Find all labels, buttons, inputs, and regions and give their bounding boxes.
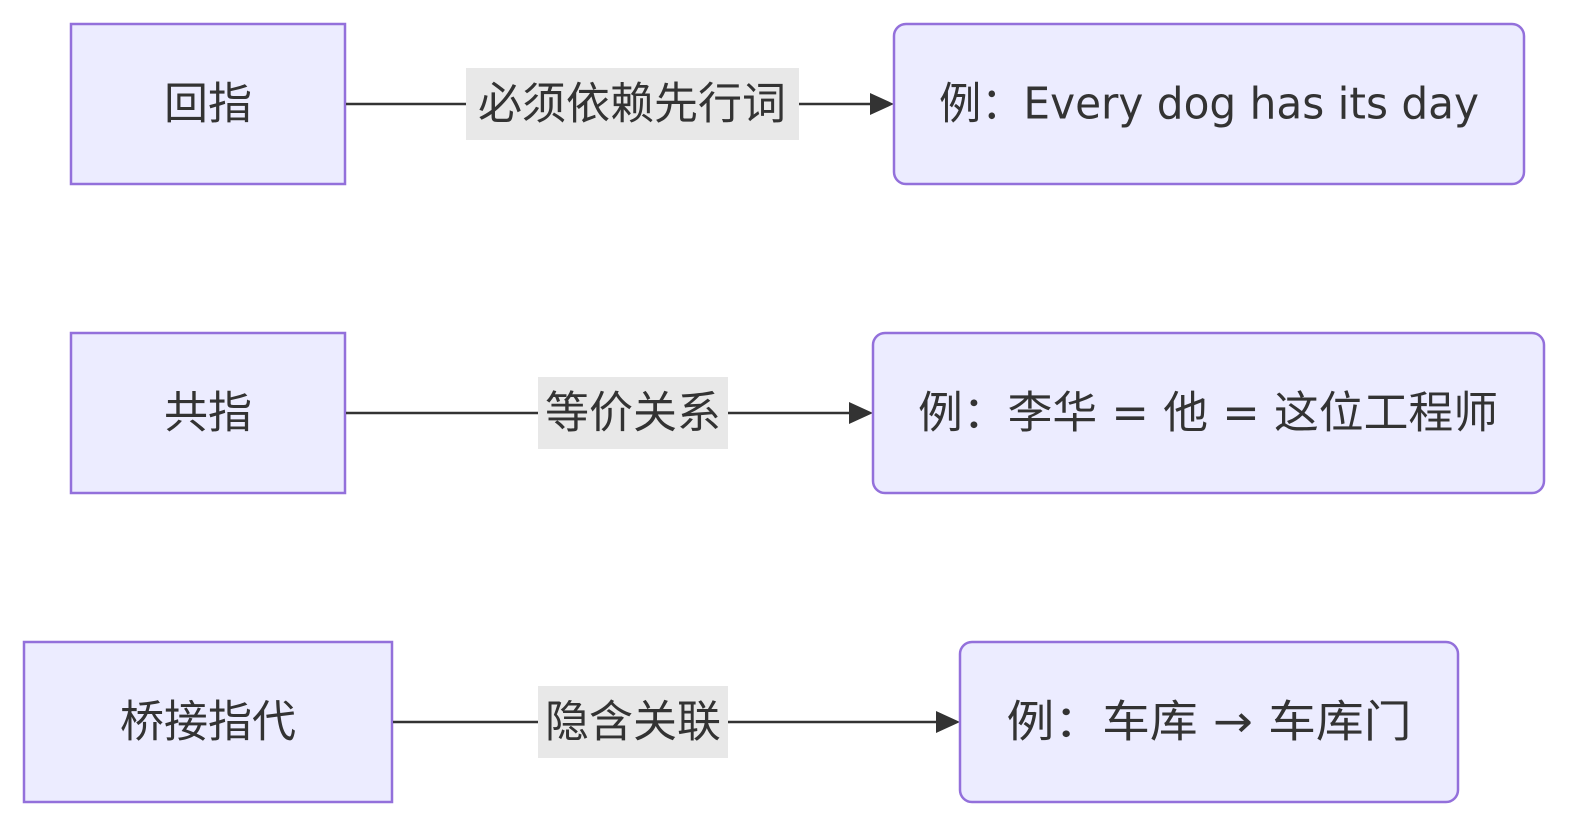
- row-anaphora: 回指 必须依赖先行词 例：Every dog has its day: [69, 22, 1526, 186]
- target-node-coreference-label: 例：李华 = 他 = 这位工程师: [918, 388, 1498, 439]
- source-node-anaphora-label: 回指: [164, 79, 252, 130]
- source-node-bridging-label: 桥接指代: [120, 697, 296, 748]
- edge-label-bridging: 隐含关联: [545, 697, 721, 748]
- edge-label-anaphora-bg: [466, 68, 799, 140]
- target-node-bridging: [958, 640, 1460, 804]
- row-bridging: 桥接指代 隐含关联 例：车库 → 车库门: [22, 640, 1460, 804]
- source-node-coreference: [69, 331, 347, 495]
- row-coreference: 共指 等价关系 例：李华 = 他 = 这位工程师: [69, 331, 1546, 495]
- source-node-coreference-label: 共指: [164, 388, 252, 439]
- edge-label-bridging-bg: [538, 686, 728, 758]
- target-node-anaphora-label: 例：Every dog has its day: [939, 79, 1479, 130]
- target-node-anaphora: [892, 22, 1526, 186]
- source-node-anaphora: [69, 22, 347, 186]
- edge-bridging-arrowhead: [936, 711, 960, 733]
- edge-label-coreference-bg: [538, 377, 728, 449]
- source-node-bridging: [22, 640, 394, 804]
- edge-anaphora-arrowhead: [870, 93, 894, 115]
- target-node-bridging-label: 例：车库 → 车库门: [1007, 697, 1412, 748]
- target-node-coreference: [871, 331, 1546, 495]
- edge-coreference-arrowhead: [849, 402, 873, 424]
- edge-label-coreference: 等价关系: [545, 388, 721, 439]
- edge-label-anaphora: 必须依赖先行词: [478, 79, 786, 130]
